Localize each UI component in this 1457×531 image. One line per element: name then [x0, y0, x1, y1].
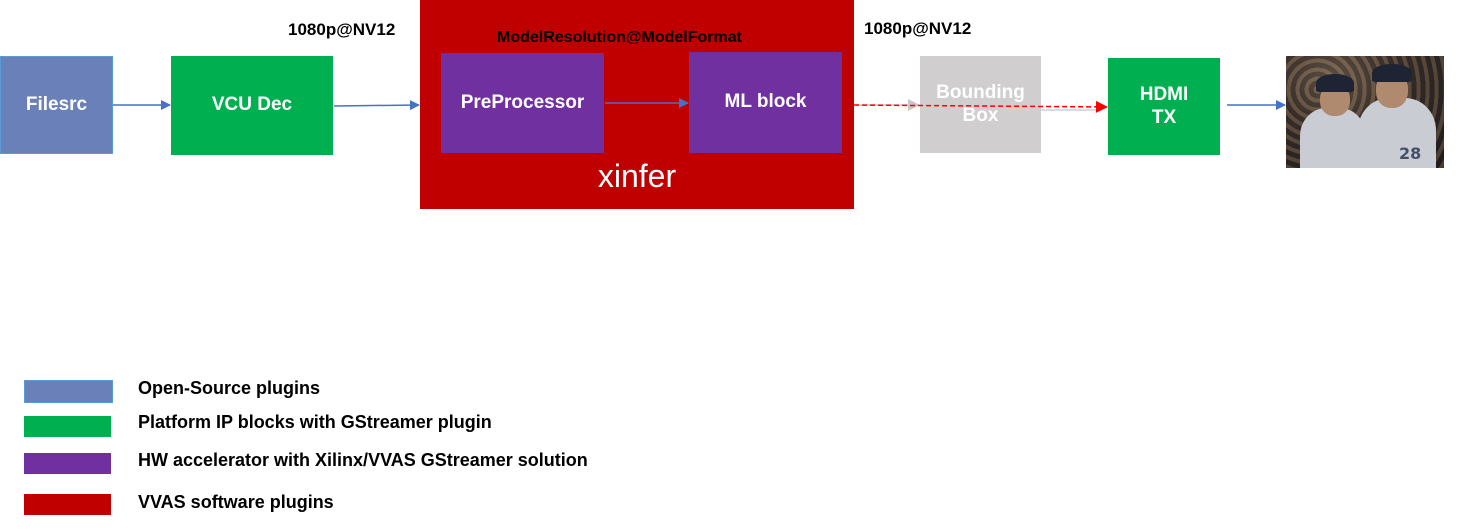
hdmi-tx-label-line2: TX: [1151, 106, 1177, 128]
bounding-box-label-line2: Box: [962, 104, 999, 126]
legend-label-hw-accelerator: HW accelerator with Xilinx/VVAS GStreame…: [138, 450, 588, 470]
ml-block: ML block: [689, 52, 842, 153]
legend-swatch-platform-ip: [24, 416, 111, 437]
legend-label-open-source: Open-Source plugins: [138, 378, 321, 398]
vcu-dec-label: VCU Dec: [211, 94, 293, 116]
edge-vcu-dec-to-xinfer: [333, 100, 420, 111]
legend-swatch-hw-accelerator: [24, 453, 111, 474]
vcu-dec-block: VCU Dec: [171, 56, 333, 155]
edge-ml-block-to-hdmi-tx-dashed: [853, 100, 1108, 113]
bounding-box-block: Bounding Box: [920, 56, 1041, 153]
output-format-label: 1080p@NV12: [864, 19, 972, 38]
preprocessor-block: PreProcessor: [441, 53, 604, 153]
photo-jersey-number: 28: [1399, 144, 1422, 163]
photo-player-right: [1358, 98, 1436, 168]
photo-cap-left: [1316, 74, 1354, 92]
xinfer-label: xinfer: [597, 158, 677, 194]
ml-block-label: ML block: [724, 91, 807, 113]
preprocessor-label: PreProcessor: [460, 91, 585, 113]
hdmi-tx-block: HDMI TX: [1108, 58, 1220, 155]
filesrc-block: Filesrc: [0, 56, 113, 154]
hdmi-tx-label-line1: HDMI: [1139, 83, 1189, 105]
legend-label-platform-ip: Platform IP blocks with GStreamer plugin: [138, 412, 492, 432]
photo-player-left: [1300, 108, 1366, 168]
legend-swatch-vvas-software: [24, 494, 111, 515]
photo-cap-right: [1372, 64, 1412, 82]
bounding-box-label-line1: Bounding: [936, 81, 1025, 103]
legend-label-vvas-software: VVAS software plugins: [138, 492, 334, 512]
model-format-label: ModelResolution@ModelFormat: [497, 29, 742, 46]
output-display-image: 28: [1286, 56, 1444, 168]
legend-swatch-open-source: [24, 380, 113, 403]
filesrc-label: Filesrc: [25, 93, 88, 115]
input-format-label: 1080p@NV12: [288, 20, 396, 39]
